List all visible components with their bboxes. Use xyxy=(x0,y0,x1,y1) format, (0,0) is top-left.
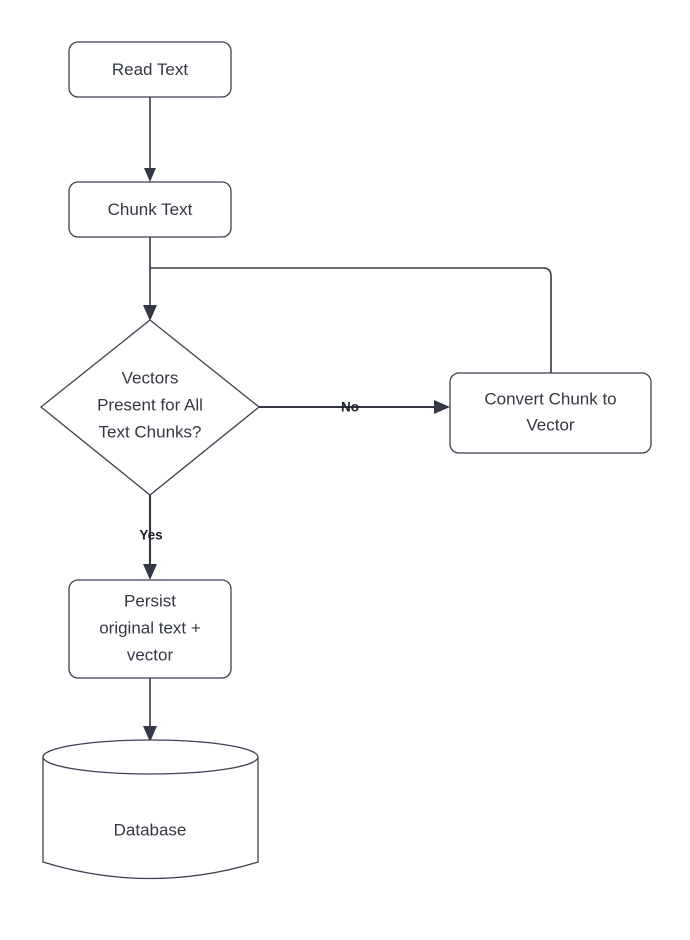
edge-label-yes: Yes xyxy=(139,528,162,543)
node-label-line-2: Vector xyxy=(526,415,575,434)
node-box[interactable] xyxy=(68,181,232,238)
edge-read-text-to-chunk-text xyxy=(144,97,156,182)
edge-persist-to-database xyxy=(143,678,157,742)
node-vectors-present-decision[interactable]: Vectors Present for All Text Chunks? xyxy=(39,319,261,496)
node-database[interactable]: Database xyxy=(42,739,259,880)
edge-decision-to-persist: Yes xyxy=(139,495,163,580)
node-chunk-text[interactable]: Chunk Text xyxy=(68,181,232,238)
node-box[interactable] xyxy=(449,372,652,454)
node-label: Read Text xyxy=(112,60,189,79)
node-label-line-2: Present for All xyxy=(97,395,203,414)
node-label: Chunk Text xyxy=(108,200,193,219)
arrowhead-icon xyxy=(143,305,157,321)
node-convert-chunk-to-vector[interactable]: Convert Chunk to Vector xyxy=(449,372,652,454)
node-label: Database xyxy=(114,820,187,839)
arrowhead-icon xyxy=(143,564,157,580)
cylinder-top[interactable] xyxy=(42,739,259,775)
node-label-line-3: vector xyxy=(127,645,174,664)
edge-convert-chunk-loop-back xyxy=(150,267,552,373)
arrowhead-icon xyxy=(144,168,156,182)
node-label-line-3: Text Chunks? xyxy=(99,422,202,441)
node-label-line-1: Convert Chunk to xyxy=(484,389,616,408)
node-read-text[interactable]: Read Text xyxy=(68,41,232,98)
node-diamond[interactable] xyxy=(39,319,261,496)
node-persist-original-text-vector[interactable]: Persist original text + vector xyxy=(68,579,232,679)
cylinder-body[interactable] xyxy=(42,757,259,880)
edge-decision-to-convert-chunk: No xyxy=(259,400,450,415)
edge-line xyxy=(150,267,552,373)
edge-label-no: No xyxy=(341,400,359,415)
arrowhead-icon xyxy=(434,400,450,414)
node-label-line-1: Persist xyxy=(124,591,176,610)
edge-chunk-text-to-decision xyxy=(143,237,157,321)
node-box[interactable] xyxy=(68,579,232,679)
node-box[interactable] xyxy=(68,41,232,98)
arrowhead-icon xyxy=(143,726,157,742)
node-label-line-2: original text + xyxy=(99,618,201,637)
node-label-line-1: Vectors xyxy=(122,368,179,387)
